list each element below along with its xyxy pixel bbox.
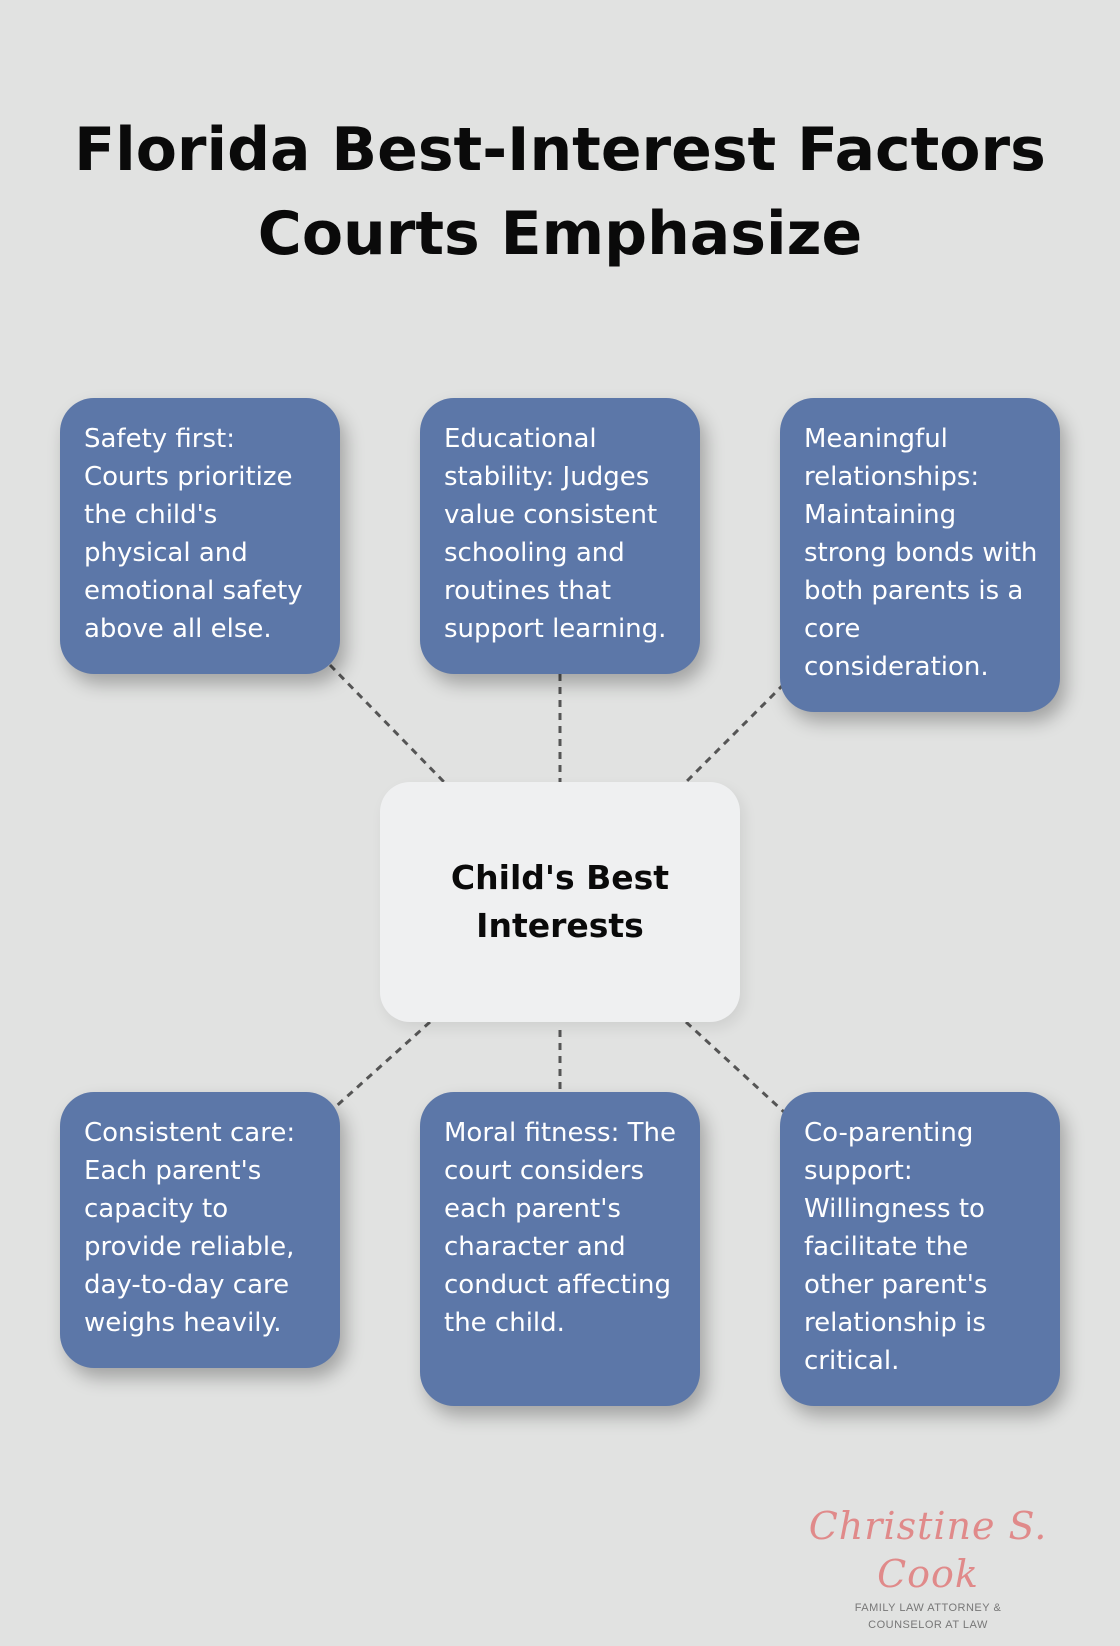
- factor-text: Meaningful relationships: Maintaining st…: [804, 424, 1038, 682]
- factor-text: Consistent care: Each parent's capacity …: [84, 1118, 296, 1338]
- factor-card-moral: Moral fitness: The court considers each …: [420, 1092, 700, 1406]
- factor-text: Co-parenting support: Willingness to fac…: [804, 1118, 988, 1376]
- factor-text: Moral fitness: The court considers each …: [444, 1118, 676, 1338]
- connector-coparenting: [684, 1020, 786, 1114]
- title-line-1: Florida Best-Interest Factors: [74, 115, 1046, 185]
- factor-text: Educational stability: Judges value cons…: [444, 424, 667, 644]
- logo-name: Christine S. Cook: [808, 1504, 1048, 1596]
- factor-card-education: Educational stability: Judges value cons…: [420, 398, 700, 674]
- title-line-2: Courts Emphasize: [257, 199, 863, 269]
- brand-logo: Christine S. Cook FAMILY LAW ATTORNEY & …: [788, 1502, 1068, 1632]
- diagram-title: Florida Best-Interest Factors Courts Emp…: [60, 108, 1060, 276]
- factor-text: Safety first: Courts prioritize the chil…: [84, 424, 303, 644]
- factor-card-care: Consistent care: Each parent's capacity …: [60, 1092, 340, 1368]
- center-node: Child's Best Interests: [380, 782, 740, 1022]
- connector-relationships: [684, 682, 786, 784]
- center-label: Child's Best Interests: [450, 858, 670, 945]
- connector-safety: [328, 663, 446, 784]
- factor-card-coparenting: Co-parenting support: Willingness to fac…: [780, 1092, 1060, 1406]
- factor-card-safety: Safety first: Courts prioritize the chil…: [60, 398, 340, 674]
- connector-care: [330, 1020, 432, 1112]
- logo-subtitle-line-1: FAMILY LAW ATTORNEY &: [854, 1602, 1002, 1614]
- logo-subtitle-line-2: COUNSELOR AT LAW: [868, 1619, 988, 1631]
- factor-card-relationships: Meaningful relationships: Maintaining st…: [780, 398, 1060, 712]
